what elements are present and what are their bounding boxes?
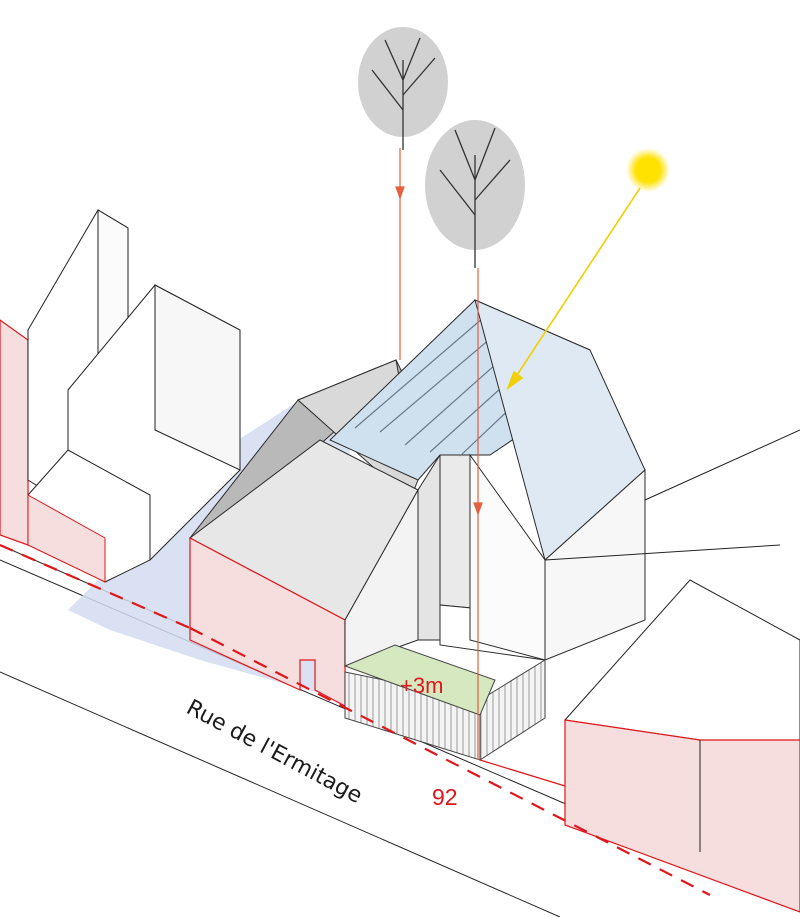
property-line: [0, 543, 711, 896]
tree-projection-arrow: [395, 148, 405, 360]
sun-icon: [626, 148, 670, 192]
neighbour-left-step: [27, 284, 241, 583]
setback-label: +3m: [400, 673, 443, 698]
tree-icon: [425, 120, 525, 268]
main-building: [188, 299, 646, 707]
neighbour-left-pink: [0, 319, 29, 546]
slatted-fence-right: [479, 659, 546, 761]
tree-projection-arrow: [473, 268, 483, 760]
setback-zone: [343, 644, 496, 716]
sun-ray-arrow: [506, 187, 641, 391]
street-number: 92: [432, 784, 458, 810]
tree-icon: [358, 27, 448, 150]
neighbour-right: [544, 429, 800, 913]
